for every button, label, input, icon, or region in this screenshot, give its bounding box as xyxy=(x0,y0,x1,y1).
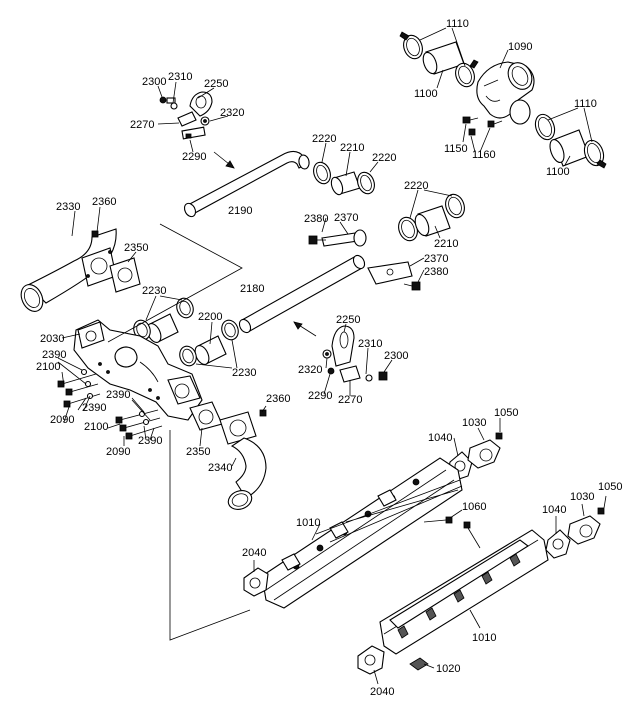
label-2320-upper: 2320 xyxy=(220,107,244,119)
label-2270-upper: 2270 xyxy=(130,119,154,131)
direction-arrow xyxy=(293,321,317,337)
label-2310-upper: 2310 xyxy=(168,71,192,83)
label-1020: 1020 xyxy=(436,663,460,675)
label-2230-upper: 2230 xyxy=(142,285,166,297)
label-2100-a: 2100 xyxy=(36,361,60,373)
label-2370-upper: 2370 xyxy=(334,212,358,224)
manifold-plate-1030-upper xyxy=(467,418,503,469)
label-2180: 2180 xyxy=(240,283,264,295)
manifold-plate-1030-lower xyxy=(567,495,607,545)
label-2390-c: 2390 xyxy=(106,389,130,401)
label-2230-lower: 2230 xyxy=(232,367,256,379)
gasket-1020 xyxy=(409,657,435,671)
part-number-labels: 1110 1090 1100 1110 1150 1160 1100 2300 … xyxy=(36,18,622,698)
label-2210-a: 2210 xyxy=(340,142,364,154)
sleeve-1100-bottom xyxy=(549,129,590,167)
hose-clamp xyxy=(583,139,607,169)
label-2220-b: 2220 xyxy=(372,152,396,164)
label-2380-lower: 2380 xyxy=(424,266,448,278)
manifold-gasket-1040-lower xyxy=(545,516,571,559)
label-1090: 1090 xyxy=(508,41,532,53)
label-2290-upper: 2290 xyxy=(182,151,206,163)
label-2300-upper: 2300 xyxy=(142,76,166,88)
sleeve-clamp-set-upper xyxy=(313,142,379,196)
label-1150: 1150 xyxy=(444,143,468,155)
label-2390-a: 2390 xyxy=(42,349,66,361)
label-2040-lower: 2040 xyxy=(370,686,394,698)
label-2380-upper: 2380 xyxy=(304,213,328,225)
label-2220-a: 2220 xyxy=(312,133,336,145)
sleeve-clamp-set-center xyxy=(133,295,239,369)
bolt-1060 xyxy=(423,509,481,549)
manifold-bolts xyxy=(57,357,163,446)
y-pipe-1090 xyxy=(476,61,535,125)
label-2040-upper: 2040 xyxy=(242,547,266,559)
label-1030-lower: 1030 xyxy=(570,491,594,503)
label-2250-lower: 2250 xyxy=(336,314,360,326)
label-2330: 2330 xyxy=(56,201,80,213)
label-1050-lower: 1050 xyxy=(598,481,622,493)
label-2090-b: 2090 xyxy=(106,446,130,458)
label-1030-upper: 1030 xyxy=(462,417,486,429)
label-1100-top: 1100 xyxy=(414,88,438,100)
label-1040-lower: 1040 xyxy=(542,504,566,516)
y-pipe-group xyxy=(399,27,607,169)
leader-line xyxy=(107,223,243,343)
label-2360-lower: 2360 xyxy=(266,393,290,405)
clamp-bracket-group-upper xyxy=(157,81,235,169)
label-2200: 2200 xyxy=(198,311,222,323)
label-2100-b: 2100 xyxy=(84,421,108,433)
leader-line xyxy=(169,430,251,641)
hose-clamp xyxy=(399,31,423,60)
clamp-bracket-group-lower xyxy=(322,323,393,396)
label-1040-upper: 1040 xyxy=(428,432,452,444)
label-1110-top: 1110 xyxy=(446,18,469,30)
label-2250-upper: 2250 xyxy=(204,78,228,90)
label-2350-upper: 2350 xyxy=(124,242,148,254)
label-2220-c: 2220 xyxy=(404,180,428,192)
label-2370-lower: 2370 xyxy=(424,253,448,265)
label-2360-upper: 2360 xyxy=(92,196,116,208)
label-1010-upper: 1010 xyxy=(296,517,320,529)
exhaust-manifold-1010-upper xyxy=(261,457,463,609)
bolt xyxy=(462,116,503,136)
label-2390-d: 2390 xyxy=(138,435,162,447)
label-2030: 2030 xyxy=(40,333,64,345)
pipe-bracket-2370-upper xyxy=(308,217,367,247)
hose-clamp xyxy=(455,59,479,88)
sleeve-clamp-set-mid xyxy=(398,189,465,242)
label-1010-lower: 1010 xyxy=(472,632,496,644)
exhaust-pipe-2190 xyxy=(183,150,310,218)
label-2300-lower: 2300 xyxy=(384,350,408,362)
label-2310-lower: 2310 xyxy=(358,338,382,350)
hose-clamp xyxy=(534,113,556,141)
pipe-bracket-2370-lower xyxy=(367,257,425,291)
label-1110-right: 1110 xyxy=(574,98,597,110)
gasket-2350-lower xyxy=(189,401,223,447)
label-2210-b: 2210 xyxy=(434,238,458,250)
label-2190: 2190 xyxy=(228,205,252,217)
label-2270-lower: 2270 xyxy=(338,394,362,406)
label-1060: 1060 xyxy=(462,501,486,513)
exhaust-pipe-2180 xyxy=(238,254,366,334)
label-1160: 1160 xyxy=(472,149,496,161)
label-2340: 2340 xyxy=(208,462,232,474)
manifold-gasket-2040-lower xyxy=(357,645,385,685)
manifold-gasket-2040-upper xyxy=(243,560,269,597)
gasket-2350-upper xyxy=(109,251,141,293)
label-2320-lower: 2320 xyxy=(298,364,322,376)
label-2390-b: 2390 xyxy=(82,402,106,414)
exhaust-elbow-2340 xyxy=(219,405,267,510)
exhaust-manifold-1010-lower xyxy=(379,529,549,655)
label-1050-upper: 1050 xyxy=(494,407,518,419)
label-1100-bottom: 1100 xyxy=(546,166,570,178)
exhaust-elbow-2330 xyxy=(20,206,117,312)
label-2350-lower: 2350 xyxy=(186,446,210,458)
label-2290-lower: 2290 xyxy=(308,390,332,402)
label-2090-a: 2090 xyxy=(50,414,74,426)
